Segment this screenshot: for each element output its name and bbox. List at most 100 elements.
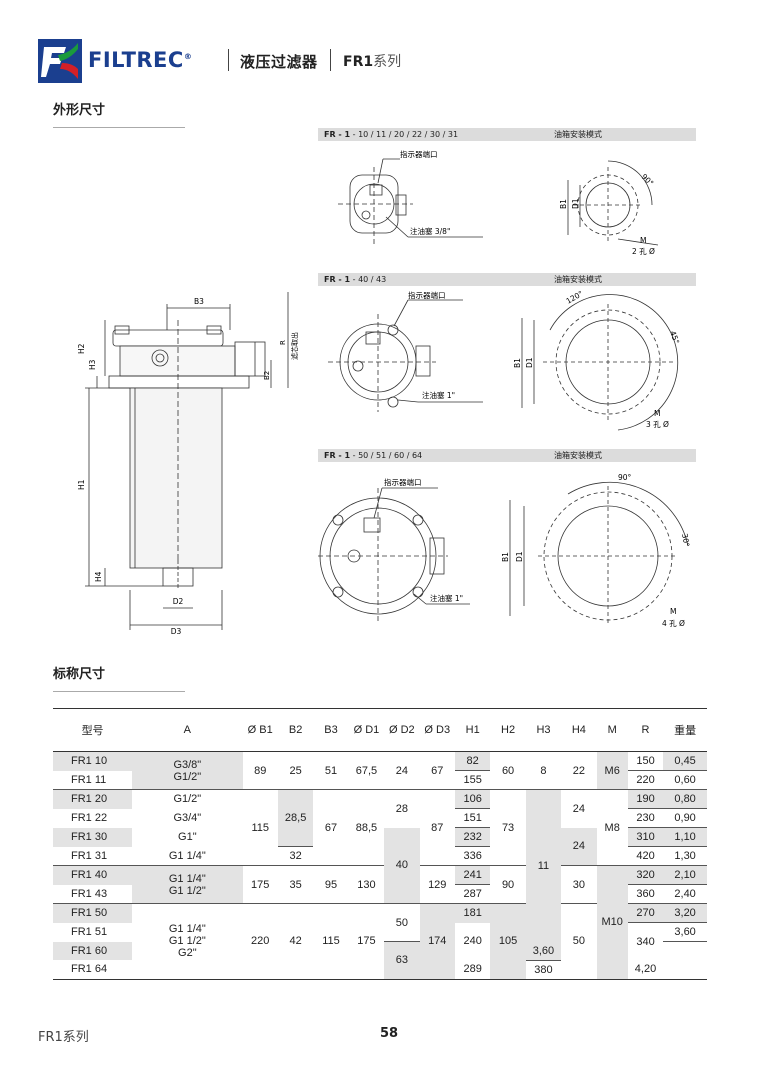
label-element-removal: 滤芯取出 bbox=[290, 332, 299, 360]
r-cell: 230 bbox=[627, 808, 664, 828]
diagram-2-bar: FR - 1 - 40 / 43 油箱安装模式 bbox=[318, 273, 696, 286]
section-title-dimensions: 外形尺寸 bbox=[53, 103, 106, 118]
diagram-1-variants: - 10 / 11 / 20 / 22 / 30 / 31 bbox=[350, 130, 459, 139]
diagram-3-m: M bbox=[670, 607, 676, 616]
diagram-3-indicator-label: 指示器端口 bbox=[384, 477, 422, 487]
section-rule-2 bbox=[53, 691, 185, 692]
h4-cell: 24 bbox=[572, 802, 585, 815]
diagram-3-variants: - 50 / 51 / 60 / 64 bbox=[350, 451, 423, 460]
col-m: M bbox=[596, 708, 628, 752]
page-number: 58 bbox=[380, 1026, 399, 1041]
table-row: FR1 20 G1/2" 115 28,5 67 88,5 28 87 106 … bbox=[53, 789, 707, 942]
diagram-2-indicator-label: 指示器端口 bbox=[408, 290, 446, 300]
a-value: G1 1/4" bbox=[168, 872, 206, 885]
diagram-1-bar: FR - 1 - 10 / 11 / 20 / 22 / 30 / 31 油箱安… bbox=[318, 128, 696, 141]
b3-cell: 95 bbox=[324, 878, 338, 891]
model-cell: FR1 31 bbox=[71, 849, 108, 862]
diagram-3-b1: B1 bbox=[501, 552, 510, 562]
table-row: FR1 43 287 360 2,40 bbox=[53, 885, 707, 904]
diagram-2-b1: B1 bbox=[513, 358, 522, 368]
table-row: FR1 10 G3/8"G1/2" 89 25 51 67,5 24 67 82… bbox=[53, 751, 707, 790]
b3-cell: 115 bbox=[322, 935, 340, 948]
d2-cell: 24 bbox=[395, 764, 408, 777]
r-cell: 190 bbox=[627, 789, 664, 809]
a-cell: G1 1/4" bbox=[168, 849, 206, 862]
col-h2: H2 bbox=[490, 708, 526, 752]
diagram-1-angle: 90° bbox=[640, 172, 656, 188]
h1-cell: 241 bbox=[454, 865, 491, 885]
d3-cell: 67 bbox=[431, 764, 444, 777]
col-h1: H1 bbox=[454, 708, 491, 752]
diagram-2-angle-1: 120° bbox=[565, 290, 585, 306]
model-cell: FR1 50 bbox=[53, 903, 133, 923]
h3-value: 11 bbox=[537, 859, 550, 872]
col-b1: Ø B1 bbox=[242, 708, 278, 752]
diagram-2-variants: - 40 / 43 bbox=[350, 275, 387, 284]
h1-cell: 82 bbox=[454, 751, 491, 771]
section-rule bbox=[53, 127, 185, 128]
model-cell: FR1 20 bbox=[53, 789, 133, 809]
col-h4: H4 bbox=[561, 708, 597, 752]
a-cell: G3/4" bbox=[173, 812, 202, 824]
b2-cell: 25 bbox=[289, 764, 302, 777]
diagram-2-model: FR - 1 bbox=[324, 275, 351, 284]
r-cell: 310 bbox=[627, 827, 664, 847]
col-b3: B3 bbox=[313, 708, 349, 752]
weight-cell: 0,60 bbox=[674, 774, 696, 786]
table-row: FR1 22 G3/4" 151 230 0,90 bbox=[53, 808, 707, 828]
diagram-2-drawing: 指示器端口 注油塞 1" 120° 45° B1 D1 M 3 孔 Ø bbox=[328, 290, 681, 431]
h1-cell: 232 bbox=[454, 827, 491, 847]
diagram-1-m: M bbox=[640, 236, 646, 245]
table-row: FR1 31 G1 1/4" 32 336 420 1,30 bbox=[53, 846, 707, 866]
col-h3: H3 bbox=[525, 708, 562, 752]
header-divider-1 bbox=[228, 49, 229, 71]
diagram-1-b1: B1 bbox=[559, 199, 568, 209]
r-cell: 320 bbox=[627, 865, 664, 885]
a-cell: G3/8"G1/2" bbox=[132, 751, 243, 790]
b2-cell: 35 bbox=[289, 878, 302, 891]
label-b3: B3 bbox=[194, 297, 204, 306]
page-title: 液压过滤器 bbox=[240, 53, 318, 71]
col-r: R bbox=[627, 708, 664, 752]
d1-cell: 88,5 bbox=[355, 821, 378, 834]
r-cell: 420 bbox=[636, 850, 655, 862]
weight-cell: 0,80 bbox=[663, 789, 707, 809]
h1-cell: 106 bbox=[454, 789, 491, 809]
b2-cell: 32 bbox=[277, 846, 314, 866]
h2-cell: 105 bbox=[490, 903, 526, 979]
diagram-3-angle-2: 30° bbox=[680, 533, 691, 548]
diagram-3-plug-label: 注油塞 1" bbox=[430, 593, 463, 603]
diagram-1-d1: D1 bbox=[571, 198, 580, 209]
h2-cell: 60 bbox=[501, 764, 515, 777]
diagram-3-holes: 4 孔 Ø bbox=[662, 619, 685, 628]
col-d1: Ø D1 bbox=[348, 708, 385, 752]
b1-cell: 220 bbox=[251, 935, 270, 948]
label-r: R bbox=[279, 340, 287, 345]
series-word: 系列 bbox=[373, 54, 402, 70]
a-value: G2" bbox=[178, 947, 197, 960]
b3-cell: 51 bbox=[324, 764, 338, 777]
weight-cell: 3,60 bbox=[525, 941, 562, 961]
col-weight: 重量 bbox=[663, 708, 707, 752]
label-b2: B2 bbox=[263, 371, 271, 380]
b3-cell: 67 bbox=[324, 821, 338, 834]
dimension-table: 型号 A Ø B1 B2 B3 Ø D1 Ø D2 Ø D3 H1 H2 H3 … bbox=[53, 708, 707, 980]
label-h1: H1 bbox=[77, 479, 86, 490]
b2-cell: 28,5 bbox=[277, 789, 314, 847]
model-cell: FR1 64 bbox=[71, 963, 108, 976]
weight-cell: 0,45 bbox=[663, 751, 707, 771]
weight-cell: 4,20 bbox=[634, 963, 657, 976]
model-cell: FR1 30 bbox=[53, 827, 133, 847]
a-cell: G1/2" bbox=[173, 793, 202, 806]
diagram-1-model: FR - 1 bbox=[324, 130, 351, 139]
d3-cell: 87 bbox=[431, 821, 444, 834]
model-cell: FR1 11 bbox=[71, 773, 107, 786]
diagram-2-d1: D1 bbox=[525, 357, 534, 368]
series-title: FR1系列 bbox=[343, 51, 401, 71]
brand-text: FILTREC bbox=[88, 48, 184, 72]
col-d2: Ø D2 bbox=[384, 708, 420, 752]
model-cell: FR1 51 bbox=[71, 926, 108, 938]
diagram-2-plug-label: 注油塞 1" bbox=[422, 390, 455, 400]
a-value: G1 1/2" bbox=[168, 935, 206, 948]
h1-cell: 181 bbox=[454, 903, 491, 923]
